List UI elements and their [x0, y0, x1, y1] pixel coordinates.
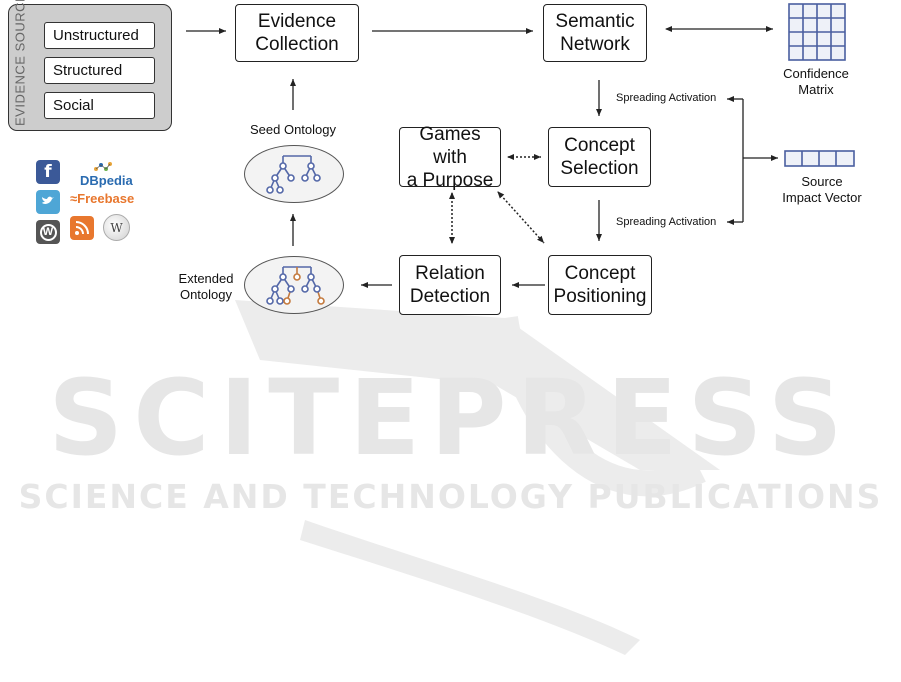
seed-ontology-ellipse: [244, 145, 344, 203]
evidence-sources-label: EVIDENCE SOURCES: [12, 0, 28, 126]
dbpedia-logo: DBpedia: [80, 173, 133, 188]
wordpress-logo-icon: W: [36, 220, 60, 244]
freebase-logo-text: Freebase: [77, 191, 135, 206]
relation-detection-box: Relation Detection: [399, 255, 501, 315]
seed-ontology-tree-icon: [266, 155, 321, 194]
extended-ontology-ellipse: [244, 256, 344, 314]
twitter-logo-icon: [36, 190, 60, 214]
spreading-activation-label-2: Spreading Activation: [616, 216, 717, 228]
dotted-games-positioning: [497, 191, 545, 244]
wikipedia-globe-icon: W: [103, 214, 130, 241]
freebase-logo: ≈Freebase: [70, 191, 135, 206]
source-social: Social: [44, 92, 155, 119]
spreading-activation-label-1: Spreading Activation: [616, 92, 717, 104]
games-with-a-purpose-box: Games with a Purpose: [399, 124, 501, 191]
source-unstructured: Unstructured: [44, 22, 155, 49]
confidence-matrix-label: Confidence Matrix: [783, 66, 849, 97]
wordpress-w: W: [39, 223, 57, 241]
extended-ontology-label: Extended Ontology: [178, 271, 234, 302]
watermark-title: SCITEPRESS: [48, 357, 853, 479]
rss-feed-icon: [70, 216, 94, 240]
dbpedia-dots-icon: [94, 162, 112, 171]
concept-positioning-box: Concept Positioning: [548, 255, 652, 315]
source-impact-vector-label: Source Impact Vector: [782, 174, 862, 205]
watermark-subtitle: SCIENCE AND TECHNOLOGY PUBLICATIONS: [18, 477, 883, 516]
seed-ontology-label: Seed Ontology: [249, 122, 336, 137]
source-structured: Structured: [44, 57, 155, 84]
extended-ontology-tree-icon: [266, 266, 325, 305]
semantic-network-box: Semantic Network: [543, 4, 647, 62]
source-impact-vector-icon: [784, 150, 855, 167]
confidence-matrix-icon: [788, 3, 846, 61]
facebook-logo-icon: f: [36, 160, 60, 184]
evidence-collection-box: Evidence Collection: [235, 4, 359, 62]
concept-selection-box: Concept Selection: [548, 127, 651, 187]
